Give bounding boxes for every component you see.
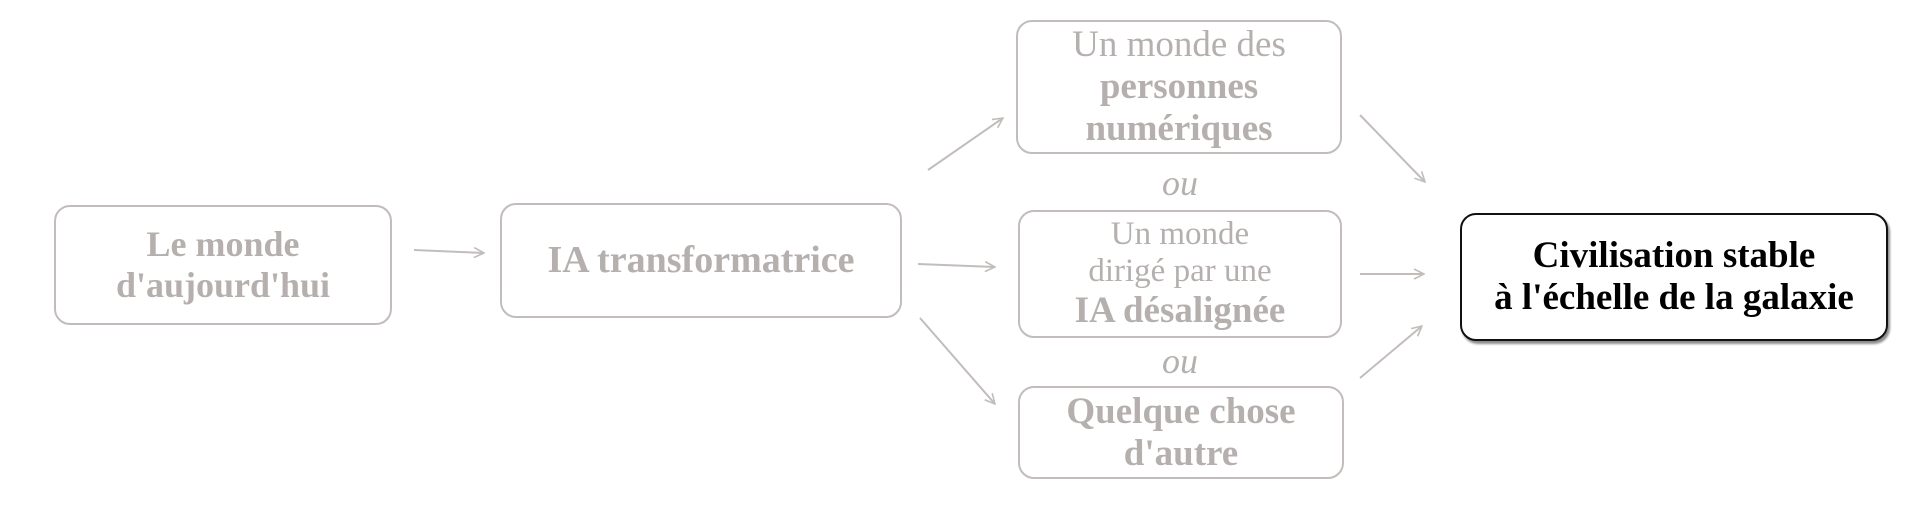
node-transformative-ai-label: IA transformatrice <box>547 239 855 282</box>
node-something-else: Quelque chose d'autre <box>1018 386 1344 479</box>
node-todays-world-line-1: Le monde <box>146 224 300 265</box>
arrow-other-to-goal <box>1359 326 1422 379</box>
node-digital-people-world: Un monde des personnes numériques <box>1016 20 1342 154</box>
node-something-else-line-1: Quelque chose <box>1066 390 1296 432</box>
node-digital-people-line-3: numériques <box>1085 107 1273 149</box>
node-digital-people-line-2: personnes <box>1099 66 1259 108</box>
arrow-tai-to-other <box>919 317 995 404</box>
node-misaligned-ai-line-3: IA désalignée <box>1074 290 1286 332</box>
arrow-digital-to-goal <box>1359 114 1425 182</box>
node-todays-world: Le monde d'aujourd'hui <box>54 205 392 325</box>
node-stable-galaxy-civilization-line-1: Civilisation stable <box>1532 235 1816 277</box>
separator-or-1: ou <box>1162 163 1198 203</box>
separator-or-2: ou <box>1162 341 1198 381</box>
node-misaligned-ai-line-2: dirigé par une <box>1088 253 1272 290</box>
node-transformative-ai: IA transformatrice <box>500 203 902 318</box>
node-stable-galaxy-civilization-line-2: à l'échelle de la galaxie <box>1494 277 1854 318</box>
node-digital-people-line-1: Un monde des <box>1072 24 1286 66</box>
node-todays-world-line-2: d'aujourd'hui <box>115 265 331 305</box>
node-stable-galaxy-civilization: Civilisation stable à l'échelle de la ga… <box>1460 213 1888 341</box>
node-something-else-line-2: d'autre <box>1123 432 1239 474</box>
arrow-tai-to-misaligned <box>917 264 995 267</box>
node-misaligned-ai-world: Un monde dirigé par une IA désalignée <box>1018 210 1342 338</box>
arrow-today-to-tai <box>413 250 484 253</box>
arrow-tai-to-digital <box>927 118 1003 171</box>
node-misaligned-ai-line-1: Un monde <box>1110 215 1250 252</box>
